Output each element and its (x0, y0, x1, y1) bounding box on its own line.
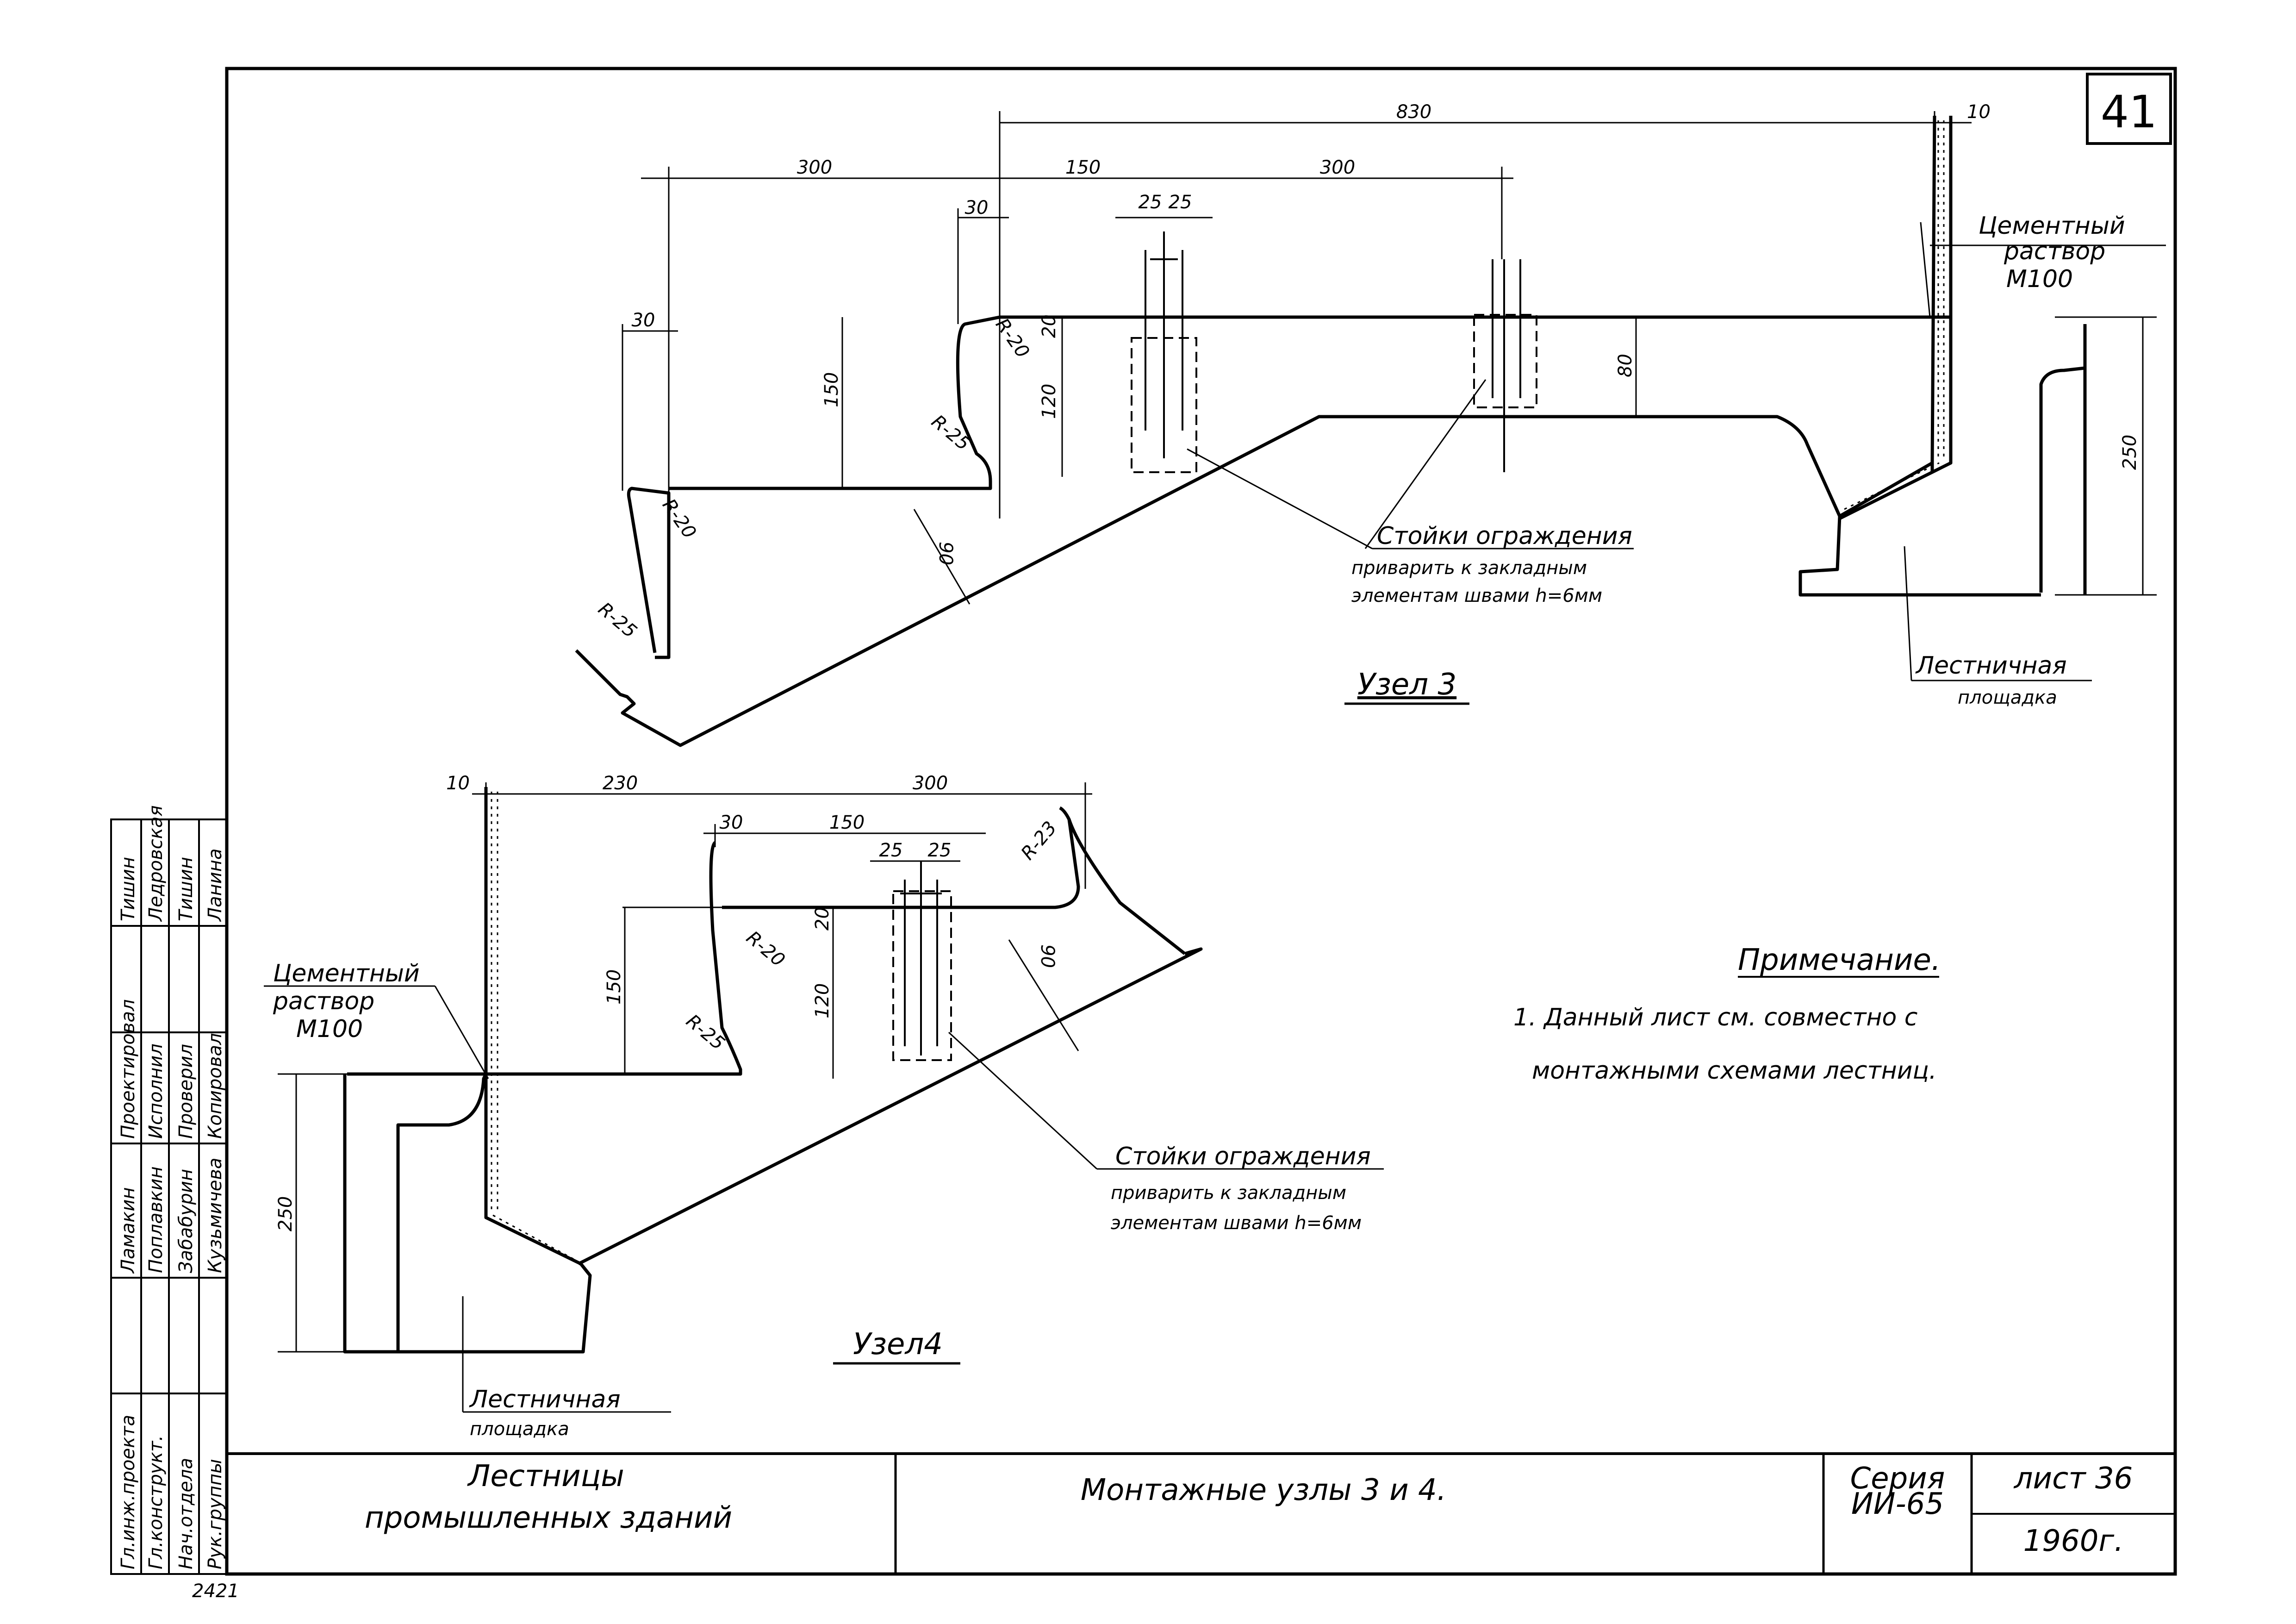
node4-cement-line2: раствор (273, 987, 374, 1015)
node4-dim-120: 120 (812, 983, 833, 1018)
node3-radius-20a: R-20 (991, 314, 1033, 362)
node3-dim-250: 250 (2119, 435, 2140, 470)
node4-radius-23: R-23 (1017, 818, 1061, 864)
series-value: ИИ-65 (1851, 1487, 1944, 1521)
node4-post-note-line1: Стойки ограждения (1115, 1143, 1371, 1170)
list-label: лист 36 (2013, 1462, 2133, 1496)
stamp-role-1: Гл.инж.проекта (118, 1415, 139, 1569)
node3-dim-150-vertical: 150 (821, 372, 842, 407)
node3-cement-line2: раствор (2004, 237, 2105, 265)
node3-mortar-hatch (1844, 120, 1945, 510)
stamp-name-1: Тишин (118, 857, 139, 921)
node3-post-note-line1: Стойки ограждения (1377, 522, 1632, 550)
note-line-2: монтажными схемами лестниц. (1532, 1057, 1936, 1085)
node3-post-right (1473, 259, 1537, 472)
node4-post (892, 861, 952, 1061)
series-label: Серия (1850, 1462, 1945, 1496)
stamp-person-3: Забабурин (175, 1169, 197, 1273)
node4-labels: 10 230 300 30 150 25 25 150 20 120 90 25… (273, 773, 1371, 1440)
stamp-duty-4: Копировал (205, 1033, 226, 1139)
project-line-2: промышленных зданий (365, 1501, 732, 1535)
title-block: Лестницы промышленных зданий Монтажные у… (365, 1459, 2133, 1558)
note-heading: Примечание. (1738, 943, 1941, 977)
node3-post-left (1131, 231, 1197, 473)
node3-radius-20b: R-20 (658, 495, 700, 543)
node3-title: Узел 3 (1357, 668, 1456, 702)
stamp-duty-2: Исполнил (145, 1043, 167, 1139)
note-line-1: 1. Данный лист см. совместно с (1513, 1004, 1917, 1031)
node4-dim-150: 150 (829, 812, 865, 833)
node3-dim-20: 20 (1039, 314, 1060, 338)
node4-dim-300: 300 (913, 773, 948, 794)
node3-dim-30-left: 30 (632, 310, 655, 331)
stamp-name-4: Ланина (205, 849, 226, 922)
node3-dim-120: 120 (1039, 384, 1060, 419)
node3-dim-80: 80 (1615, 354, 1636, 377)
node4-dim-90: 90 (1037, 944, 1058, 968)
node3-cement-line3: М100 (2006, 265, 2073, 293)
node3-dim-830: 830 (1396, 101, 1431, 123)
node3-dim-150: 150 (1065, 157, 1101, 178)
node3-post-note-line2: приварить к закладным (1351, 557, 1587, 579)
node3-dim-30-top: 30 (965, 197, 989, 219)
node4-cement-line3: М100 (296, 1015, 363, 1043)
sheet-number: 41 (2101, 86, 2157, 138)
node4-cement-line1: Цементный (273, 960, 420, 987)
node4-radius-20: R-20 (742, 927, 789, 971)
node3-dim-90: 90 (935, 542, 956, 565)
node4-dimensions (264, 782, 1384, 1413)
node4-landing-line1: Лестничная (469, 1386, 621, 1413)
side-stamp (110, 818, 228, 1575)
node4-dim-230: 230 (603, 773, 638, 794)
sheet-title: Монтажные узлы 3 и 4. (1081, 1473, 1446, 1507)
node3-dim-25a: 25 (1139, 192, 1162, 213)
stamp-duty-3: Проверил (175, 1044, 197, 1139)
node3-dimensions (622, 111, 2166, 681)
stamp-person-4: Кузьмичева (205, 1158, 226, 1273)
node3-radius-25a: R-25 (927, 411, 974, 455)
archive-number: 2421 (192, 1580, 239, 1602)
node3-dim-10: 10 (1967, 101, 1991, 123)
node3-radius-25b: R-25 (594, 598, 641, 642)
node3-dim-25b: 25 (1169, 192, 1192, 213)
node4-dim-25b: 25 (928, 840, 952, 861)
stamp-role-2: Гл.конструкт. (145, 1435, 167, 1569)
node3-cement-line1: Цементный (1979, 212, 2125, 240)
side-stamp-text: Гл.инж.проекта Гл.конструкт. Нач.отдела … (118, 805, 226, 1569)
stamp-name-2: Ледровская (145, 805, 167, 922)
node4-dim-10: 10 (446, 773, 470, 794)
year: 1960г. (2023, 1524, 2124, 1558)
sheet-frame (225, 67, 2177, 1576)
node4-landing-line2: площадка (470, 1418, 569, 1440)
node4-dim-30: 30 (720, 812, 743, 833)
node4-profile (343, 787, 1203, 1354)
stamp-role-3: Нач.отдела (175, 1458, 197, 1569)
stamp-role-4: Рук.группы (205, 1459, 226, 1569)
node4-mortar-hatch (491, 792, 574, 1260)
node4-dim-150-vertical: 150 (604, 969, 625, 1005)
project-line-1: Лестницы (467, 1459, 624, 1493)
node4-post-note-line3: элементам швами h=6мм (1111, 1212, 1362, 1234)
node3-landing-line1: Лестничная (1915, 652, 2067, 680)
stamp-name-3: Тишин (175, 857, 197, 921)
node3-landing-line2: площадка (1958, 687, 2057, 708)
stamp-duty-1: Проектировал (118, 999, 139, 1139)
node3-post-note-line3: элементам швами h=6мм (1351, 585, 1602, 606)
node4-post-note-line2: приварить к закладным (1111, 1182, 1346, 1204)
node4-title: Узел4 (853, 1327, 943, 1362)
node4-dim-250: 250 (275, 1196, 296, 1231)
note-block: Примечание. 1. Данный лист см. совместно… (1513, 943, 1941, 1085)
node4-dim-25a: 25 (879, 840, 903, 861)
stamp-person-1: Ламакин (118, 1187, 139, 1274)
node4-dim-20: 20 (812, 907, 833, 931)
node3-dim-300a: 300 (797, 157, 832, 178)
node3-dim-300b: 300 (1320, 157, 1355, 178)
node3-profile (575, 115, 2087, 747)
stamp-person-2: Поплавкин (145, 1166, 167, 1273)
